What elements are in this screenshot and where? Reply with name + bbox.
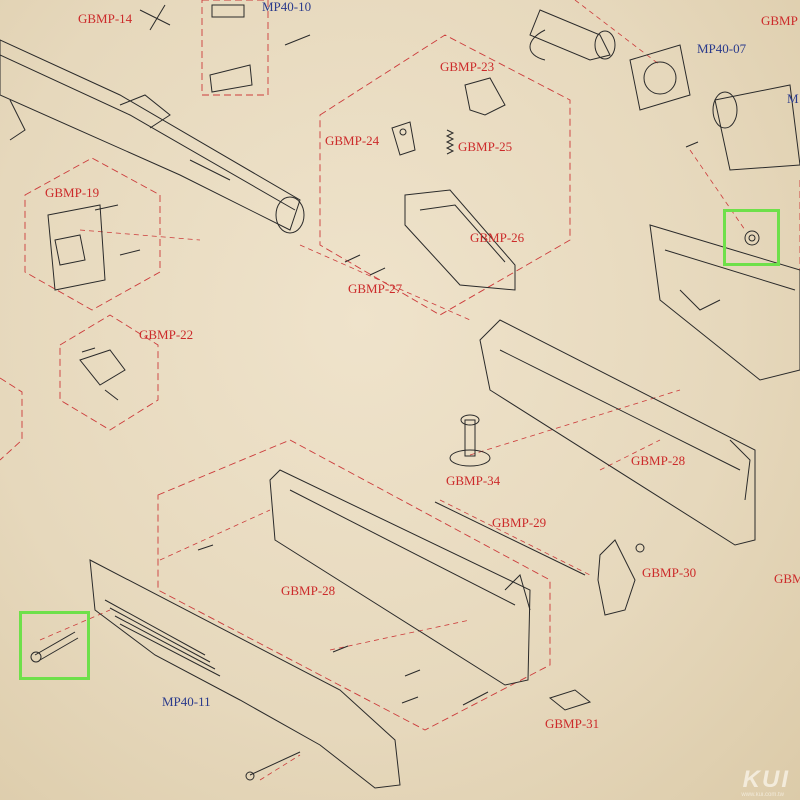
group-outline-left-edge xyxy=(0,377,23,461)
gbmp-28-lower-part xyxy=(269,469,531,686)
gbmp-24-part xyxy=(391,121,416,156)
label-gbmp-top-right: GBMP xyxy=(761,13,798,28)
trigger-housing-part xyxy=(649,224,800,381)
leader-line xyxy=(689,149,746,231)
leader-line xyxy=(599,439,661,471)
mp40-07-part xyxy=(629,44,691,111)
gbmp-14-part xyxy=(139,4,171,31)
barrel-nut-part xyxy=(712,84,800,171)
label-gbmp-29: GBMP-29 xyxy=(492,515,547,530)
group-outlines xyxy=(0,0,800,731)
label-mp40-partial: M xyxy=(787,91,799,106)
label-gbmp-14: GBMP-14 xyxy=(78,11,133,26)
label-mp40-10: MP40-10 xyxy=(262,0,312,14)
group-box-gbmp-28-lower xyxy=(157,439,551,731)
gbmp-30-trigger xyxy=(597,539,645,616)
gbmp-31-part xyxy=(548,689,592,711)
label-mp40-11: MP40-11 xyxy=(162,694,211,709)
gbmp-22-part xyxy=(79,347,126,401)
barrel-collar-part xyxy=(529,9,616,61)
label-gbmp-25: GBMP-25 xyxy=(458,139,513,154)
label-gbmp-34: GBMP-34 xyxy=(446,473,501,488)
leader-line xyxy=(329,619,471,651)
label-gbmp-28-upper: GBMP-28 xyxy=(631,453,686,468)
group-hexagon-gbmp-23-27 xyxy=(319,34,571,316)
gbmp-26-part xyxy=(404,189,516,291)
highlighted-screw-part xyxy=(30,631,79,663)
leader-line xyxy=(159,509,271,561)
kui-watermark-url: www.kui.com.tw xyxy=(741,792,784,798)
mp40-10-part xyxy=(209,4,311,93)
gbmp-27-pins xyxy=(344,254,386,276)
leader-line xyxy=(259,754,301,781)
label-gbmp-19: GBMP-19 xyxy=(45,185,100,200)
leader-lines xyxy=(39,0,746,781)
receiver-tube-part xyxy=(0,39,305,234)
group-hexagon-gbmp-22 xyxy=(59,314,159,431)
mp40-11-grip-part xyxy=(89,559,401,789)
leader-line xyxy=(439,499,591,576)
label-gbmp-24: GBMP-24 xyxy=(325,133,380,148)
kui-watermark-logo: KUI xyxy=(742,766,790,793)
highlight-box-screw[interactable] xyxy=(19,611,90,680)
leader-line xyxy=(79,229,201,241)
leader-line xyxy=(39,609,111,641)
mp40-11-screw xyxy=(245,751,301,781)
label-gbmp-right-edge: GBM xyxy=(774,571,800,586)
label-gbmp-23: GBMP-23 xyxy=(440,59,495,74)
label-gbmp-22: GBMP-22 xyxy=(139,327,194,342)
small-screws xyxy=(197,141,699,706)
gbmp-25-spring xyxy=(445,129,455,155)
gbmp-28-upper-part xyxy=(479,319,756,546)
label-gbmp-27: GBMP-27 xyxy=(348,281,403,296)
leader-line xyxy=(469,389,681,456)
label-gbmp-26: GBMP-26 xyxy=(470,230,525,245)
highlight-box-nut[interactable] xyxy=(723,209,780,266)
gbmp-29-rod xyxy=(434,501,586,576)
leader-line xyxy=(299,244,471,321)
label-gbmp-28-lower: GBMP-28 xyxy=(281,583,336,598)
gbmp-34-part xyxy=(449,414,491,467)
label-gbmp-31: GBMP-31 xyxy=(545,716,600,731)
highlighted-nut-part xyxy=(744,230,760,246)
label-mp40-07: MP40-07 xyxy=(697,41,747,56)
group-box-mp40-10 xyxy=(201,0,269,96)
label-gbmp-30: GBMP-30 xyxy=(642,565,697,580)
part-drawings xyxy=(0,4,800,789)
gbmp-19-part xyxy=(47,204,141,291)
gbmp-23-part xyxy=(464,77,506,116)
group-hexagon-gbmp-19 xyxy=(24,157,161,311)
